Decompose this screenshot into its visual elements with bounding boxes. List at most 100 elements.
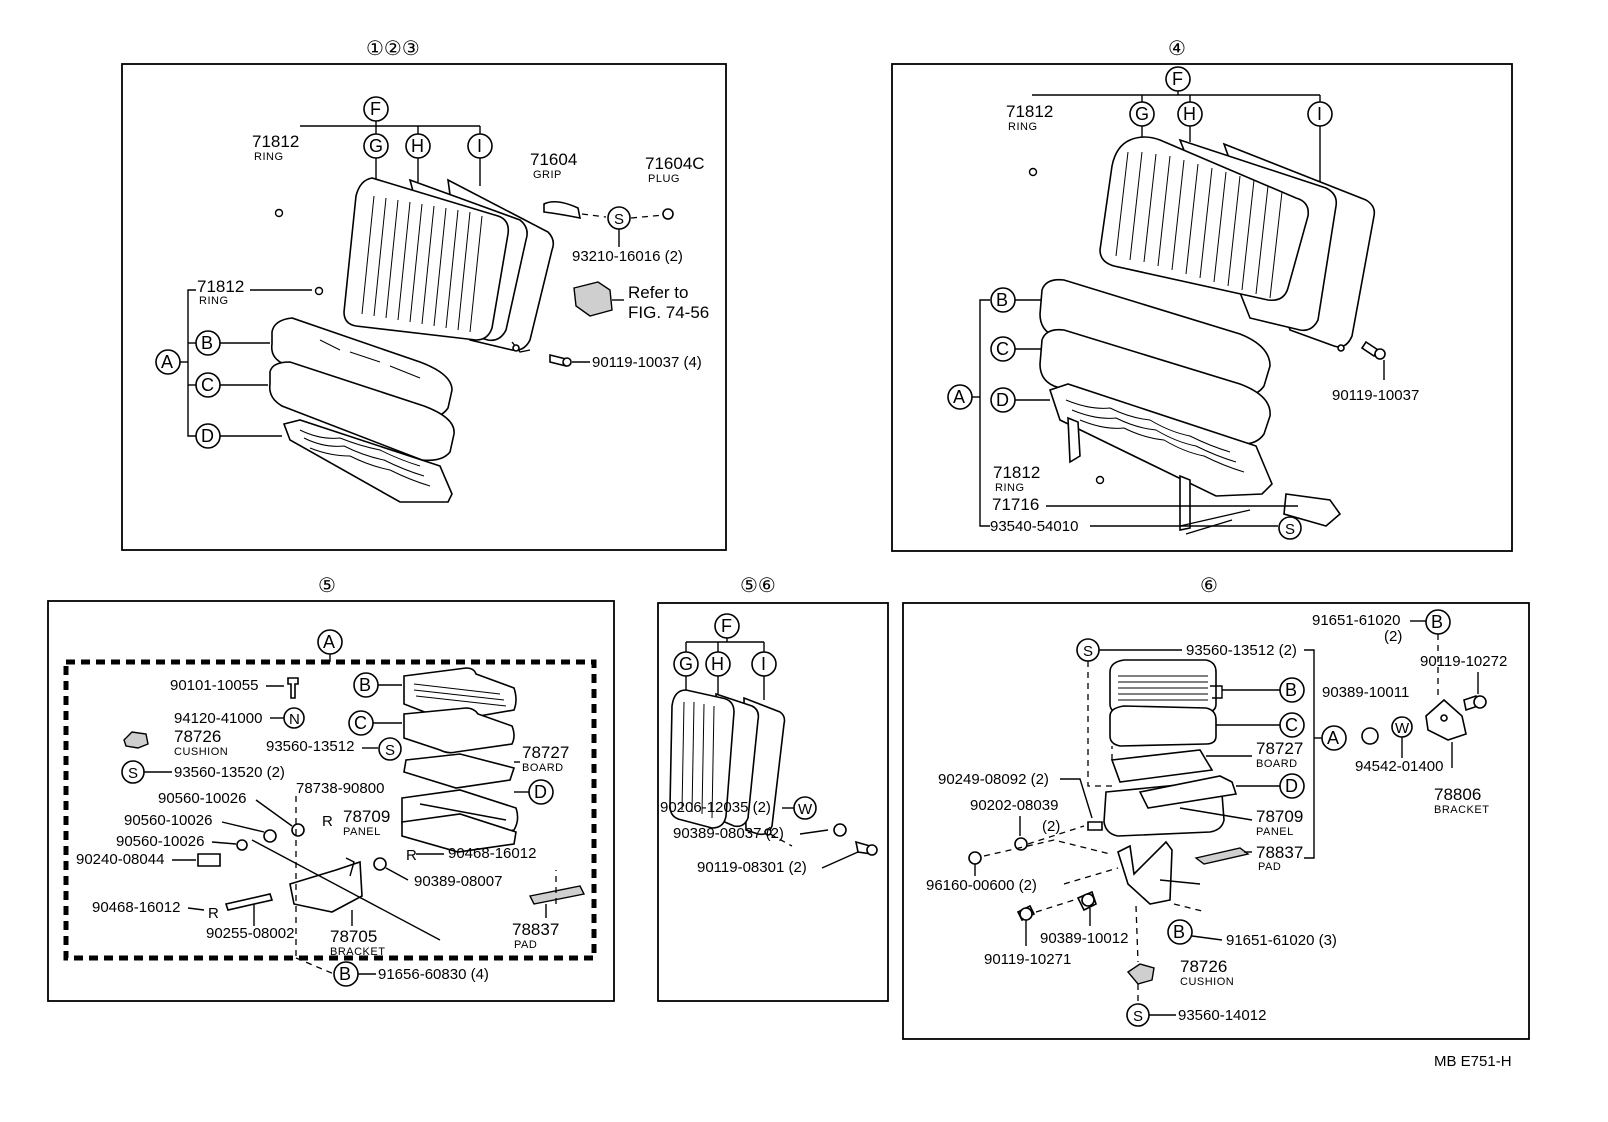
panel-frame — [657, 602, 889, 1002]
part-71716: 71716 — [992, 495, 1039, 514]
callout-label-B: B — [339, 964, 351, 984]
bolt-3-quantity: (2) — [1042, 818, 1060, 835]
panel-label: PANEL — [1256, 826, 1294, 838]
callout-label-A: A — [1327, 728, 1339, 748]
callout-label-S: S — [1285, 521, 1295, 538]
cushion-78726-icon — [1126, 963, 1155, 985]
panel-frame — [891, 63, 1513, 552]
ring-label-2: RING — [995, 482, 1025, 494]
cushion-78726-icon — [123, 731, 149, 749]
washer-part-number-2: 90560-10026 — [124, 812, 212, 829]
callout-label-A: A — [323, 632, 335, 652]
callout-label-G: G — [369, 136, 383, 156]
bolt-part-number-1: 90119-10272 — [1420, 653, 1507, 670]
nut-icon — [1361, 727, 1379, 745]
pin-2-icon — [224, 893, 274, 911]
callout-label-S: S — [1133, 1008, 1143, 1025]
callout-label-I: I — [761, 654, 766, 674]
clip-part-number-2: 91651-61020 (3) — [1226, 932, 1337, 949]
bolt-part-number-4: 90119-10271 — [984, 951, 1071, 968]
bracket-71716-icon — [1283, 493, 1342, 527]
callout-label-B: B — [359, 675, 371, 695]
plug-label: PLUG — [648, 173, 680, 185]
bracket-78705-icon — [289, 860, 363, 913]
seat-cover — [1039, 278, 1271, 398]
callout-label-D: D — [534, 782, 547, 802]
board-number: 78727 — [1256, 739, 1303, 758]
callout-label-H: H — [711, 654, 724, 674]
callout-label-D: D — [996, 390, 1009, 410]
bolt-part-number-2: 90240-08044 — [76, 851, 164, 868]
ring-icon — [1028, 167, 1038, 177]
board-label: BOARD — [522, 762, 564, 774]
washer-part-number: 94542-01400 — [1355, 758, 1443, 775]
bolt-part-number-2: 90249-08092 (2) — [938, 771, 1049, 788]
pad-label: PAD — [1258, 861, 1281, 873]
cushion-label: CUSHION — [1180, 976, 1234, 988]
screw-part-number-1: 93560-13512 — [266, 738, 354, 755]
bolt-icon — [1360, 340, 1380, 358]
callout-label-F: F — [370, 99, 381, 119]
grip-label: GRIP — [533, 169, 562, 181]
screw-part-number-1: 93560-13512 (2) — [1186, 642, 1297, 659]
seatback-pad — [343, 177, 510, 341]
panel-frame — [121, 63, 727, 551]
panel-label: PANEL — [343, 826, 381, 838]
clip-icon: R — [406, 847, 417, 864]
seatback-pad — [669, 689, 735, 829]
panel-number: 78709 — [1256, 807, 1303, 826]
screw-part-number: 93540-54010 — [990, 518, 1078, 535]
nut-part-number-3: 90389-10012 — [1040, 930, 1128, 947]
board-number: 78727 — [522, 743, 569, 762]
grip-number: 71604 — [530, 150, 577, 169]
pad-number: 78837 — [512, 920, 559, 939]
clip-icon-2: R — [208, 905, 219, 922]
callout-label-S: S — [385, 742, 395, 759]
panel-4: ④ F G H I 71812 RING — [891, 38, 1513, 552]
ring-label-2: RING — [199, 295, 229, 307]
callout-label-B: B — [1285, 680, 1297, 700]
callout-label-D: D — [201, 426, 214, 446]
washer-icon — [291, 823, 305, 837]
callout-label-W: W — [798, 801, 813, 818]
pad-number: 78837 — [1256, 843, 1303, 862]
callout-label-C: C — [996, 339, 1009, 359]
panel-frame — [47, 600, 615, 1002]
washer-part-number-1: 90560-10026 — [158, 790, 246, 807]
washer-part-number-3: 90560-10026 — [116, 833, 204, 850]
grip-icon — [543, 200, 582, 220]
bracket-number: 78806 — [1434, 785, 1481, 804]
callout-label-S: S — [614, 211, 624, 228]
seat-pad — [268, 361, 455, 462]
nut-part-number: 94120-41000 — [174, 710, 262, 727]
nut-icon-2 — [968, 851, 982, 865]
callout-label-C: C — [201, 375, 214, 395]
header-56: ⑤⑥ — [740, 575, 776, 597]
clip-part-number-1: 91651-61020 — [1312, 612, 1400, 629]
pad-label: PAD — [514, 939, 537, 951]
ring-number-1: 71812 — [1006, 102, 1053, 121]
bolt-part-number-1: 90101-10055 — [170, 677, 258, 694]
callout-label-G: G — [679, 654, 693, 674]
diagram-code: MB E751-H — [1434, 1053, 1512, 1070]
panel-frame — [902, 602, 1530, 1040]
callout-S — [1278, 516, 1302, 540]
cushion-number: 78726 — [1180, 957, 1227, 976]
pin-part-number-2: 90255-08002 — [206, 925, 294, 942]
bolt-part-number-3: 90202-08039 — [970, 797, 1058, 814]
callout-label-B: B — [1431, 612, 1443, 632]
callout-S — [378, 737, 402, 761]
header-6: ⑥ — [1200, 575, 1218, 597]
callout-N — [283, 707, 305, 729]
panel-number: 78709 — [343, 807, 390, 826]
clip-part-number-3: 91656-60830 (4) — [378, 966, 489, 983]
clip-quantity: (2) — [1384, 628, 1402, 645]
callout-label-S: S — [1083, 643, 1093, 660]
seatback-pad — [1099, 136, 1310, 302]
callout-label-C: C — [354, 713, 367, 733]
board-label: BOARD — [1256, 758, 1298, 770]
callout-label-B: B — [201, 333, 213, 353]
callout-label-H: H — [1183, 104, 1196, 124]
nut-part-number-1: 90389-10011 — [1322, 684, 1409, 701]
callout-label-I: I — [1317, 104, 1322, 124]
